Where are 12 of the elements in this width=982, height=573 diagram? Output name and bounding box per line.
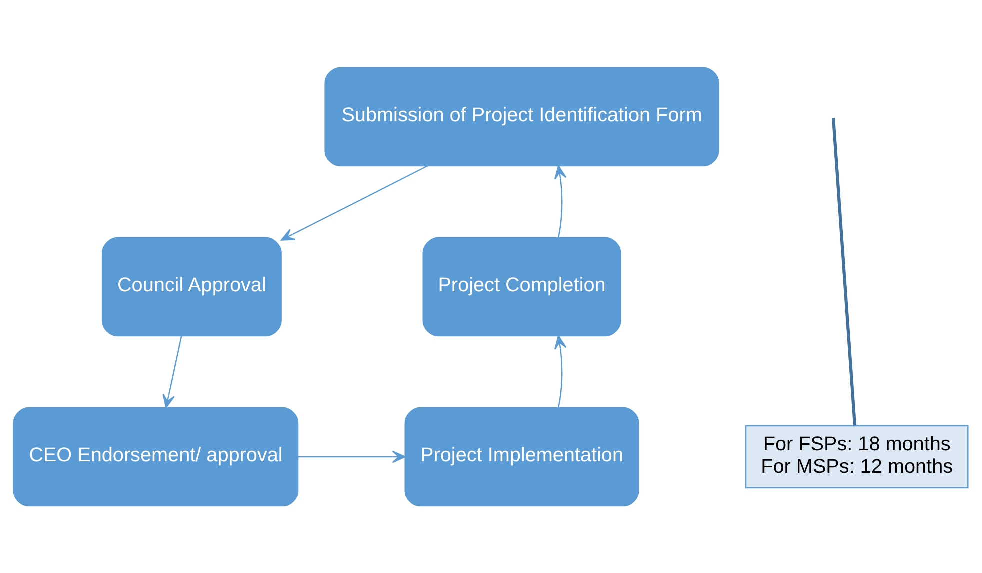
node-box: Project Completion xyxy=(422,236,622,336)
node-box: CEO Endorsement/ approval xyxy=(13,406,299,506)
arrow xyxy=(298,450,406,463)
node-box: For FSPs: 18 months For MSPs: 12 months xyxy=(745,424,969,488)
node-box: Council Approval xyxy=(102,236,282,336)
arrow xyxy=(162,336,182,408)
arrow xyxy=(554,335,567,408)
node-box: Project Implementation xyxy=(404,406,640,506)
node-box: Submission of Project Identification Form xyxy=(324,66,720,166)
arrow xyxy=(281,164,428,240)
arrow xyxy=(554,165,567,238)
connector xyxy=(832,118,857,426)
